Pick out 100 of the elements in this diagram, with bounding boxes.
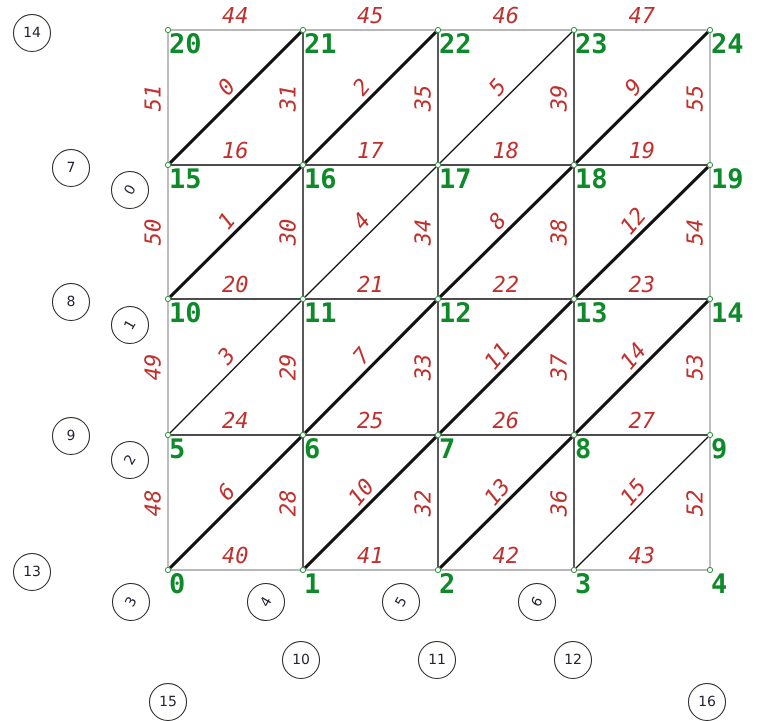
circle-number: 16	[698, 694, 716, 710]
edge-label: 43	[628, 546, 655, 568]
edge-label: 24	[222, 411, 248, 433]
edge-label: 2	[350, 75, 376, 100]
node-number: 20	[169, 31, 202, 58]
numbered-circle	[52, 417, 90, 455]
edge-label: 9	[621, 75, 647, 100]
edge-label: 35	[412, 84, 435, 111]
mesh-line	[304, 436, 438, 570]
circle-number: 4	[256, 594, 276, 610]
edge-label: 19	[628, 141, 655, 163]
mesh-line	[167, 168, 169, 296]
edge-label: 31	[278, 84, 300, 111]
node-number: 13	[575, 300, 608, 327]
node-number: 1	[304, 571, 320, 598]
edge-label: 42	[492, 546, 519, 568]
mesh-line	[574, 300, 710, 434]
mesh-line	[573, 438, 575, 567]
mesh-line	[306, 298, 435, 300]
mesh-line	[441, 569, 571, 571]
edge-label: 26	[492, 411, 519, 433]
node-number: 23	[575, 31, 608, 58]
mesh-line	[304, 166, 436, 298]
edge-label: 36	[548, 489, 571, 516]
mesh-line	[577, 434, 707, 436]
edge-label: 38	[548, 218, 571, 246]
edge-label: 5	[485, 75, 511, 100]
numbered-circle	[111, 306, 149, 344]
mesh-line	[438, 300, 574, 434]
edge-label: 6	[214, 480, 240, 505]
edge-label: 48	[142, 489, 165, 516]
edge-label: 45	[357, 6, 384, 28]
mesh-line	[440, 32, 572, 164]
edge-label: 0	[214, 75, 240, 100]
mesh-line	[573, 33, 575, 162]
mesh-line	[302, 168, 304, 296]
mesh-line	[709, 168, 711, 296]
edge-label: 27	[628, 411, 655, 433]
mesh-line	[573, 302, 575, 432]
node-number: 8	[575, 436, 592, 463]
edge-label: 1	[214, 210, 240, 234]
mesh-line	[437, 168, 439, 296]
edge-label: 54	[684, 218, 707, 246]
node-number: 0	[169, 571, 186, 598]
node-number: 11	[304, 300, 337, 327]
circle-number: 0	[120, 182, 140, 198]
edge-label: 21	[357, 275, 384, 297]
node-number: 18	[575, 166, 608, 193]
node-number: 5	[169, 436, 186, 463]
edge-label: 25	[357, 411, 384, 433]
mesh-line	[575, 30, 709, 164]
edge-label: 18	[492, 141, 519, 163]
node-number: 22	[439, 31, 472, 58]
edge-label: 14	[616, 340, 651, 374]
mesh-line	[577, 164, 707, 166]
edge-label: 49	[142, 354, 165, 380]
mesh-line	[441, 164, 571, 166]
numbered-circle	[382, 583, 420, 621]
mesh-line	[171, 434, 300, 436]
edge-label: 30	[278, 218, 300, 246]
numbered-circle	[52, 283, 90, 321]
mesh-line	[306, 29, 435, 31]
edge-label: 16	[222, 141, 248, 163]
edge-label: 39	[548, 84, 571, 111]
mesh-line	[709, 302, 711, 432]
edge-label: 3	[214, 344, 240, 370]
circle-number: 2	[120, 452, 140, 468]
edge-label: 55	[684, 84, 707, 111]
edge-label: 20	[222, 275, 248, 297]
mesh-line	[437, 438, 439, 567]
node-number: 21	[304, 31, 337, 58]
mesh-line	[171, 569, 300, 571]
circle-number: 14	[23, 25, 41, 41]
mesh-line	[167, 438, 169, 567]
circle-number: 1	[120, 317, 140, 333]
edge-label: 32	[412, 489, 435, 516]
edge-label: 51	[142, 84, 165, 111]
numbered-circle	[112, 583, 150, 621]
mesh-line	[709, 33, 711, 162]
node-number: 9	[711, 436, 728, 463]
numbered-circle	[13, 553, 51, 591]
node-number: 4	[711, 571, 728, 598]
numbered-circle	[13, 14, 51, 52]
mesh-line	[306, 164, 435, 166]
mesh-line	[169, 166, 302, 298]
mesh-line	[171, 164, 300, 166]
edge-label: 37	[548, 354, 571, 380]
mesh-line	[577, 569, 707, 571]
mesh-line	[168, 30, 302, 164]
circle-number: 7	[66, 160, 76, 176]
mesh-line	[171, 29, 300, 31]
edge-label: 23	[628, 275, 655, 297]
edge-label: 40	[222, 546, 248, 568]
edge-label: 11	[480, 340, 515, 374]
mesh-line	[168, 436, 302, 570]
numbered-circle	[518, 583, 556, 621]
node-number: 3	[575, 571, 592, 598]
edge-label: 33	[412, 354, 435, 380]
edge-label: 44	[222, 6, 248, 28]
edge-label: 12	[616, 204, 651, 240]
